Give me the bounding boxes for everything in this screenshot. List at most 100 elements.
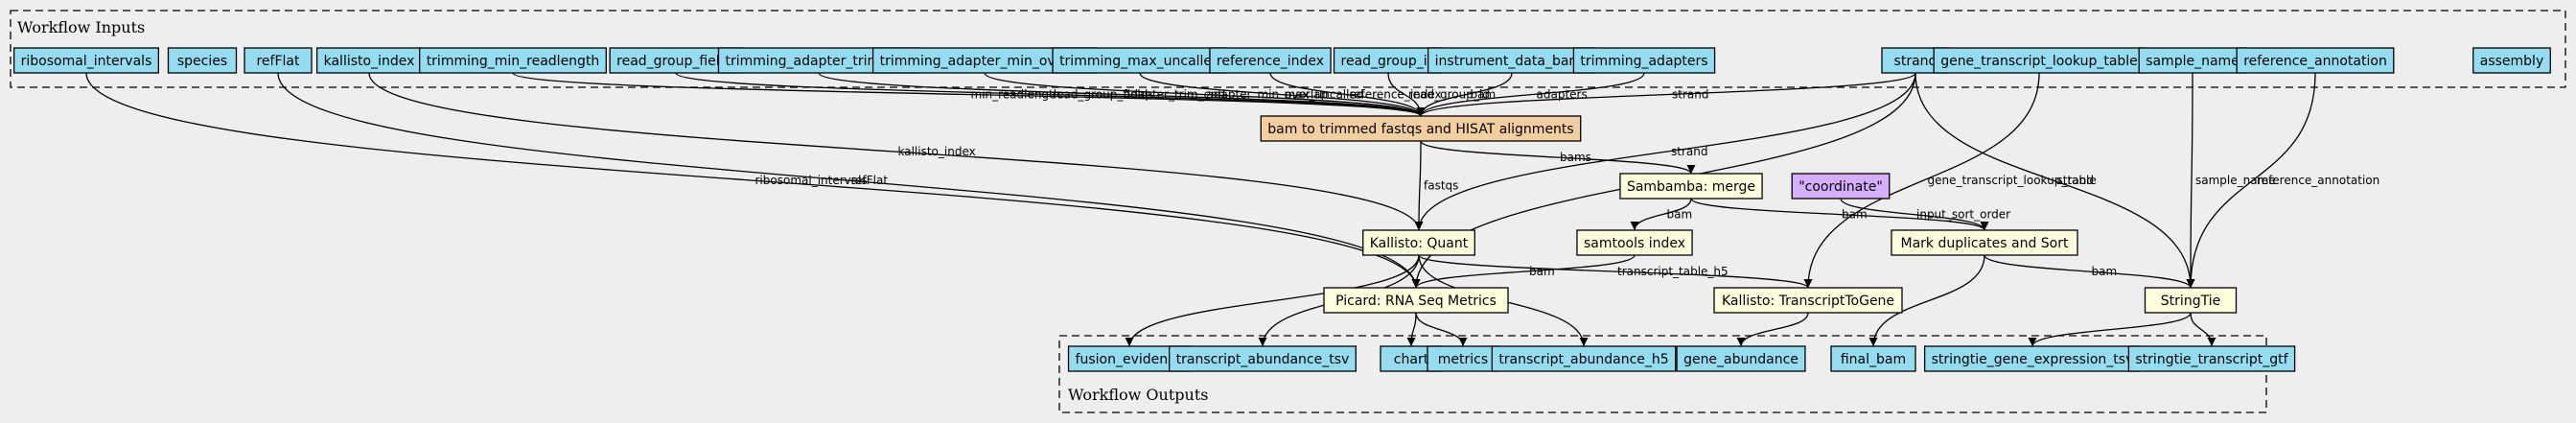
node-label: metrics: [1438, 352, 1488, 367]
edge-sambamba-to-samtools-index: [1630, 198, 1692, 231]
node-label: species: [177, 54, 227, 69]
edge-sample-name-to-stringtie: [2186, 72, 2195, 289]
edges-layer: min_readlengthread_group_fieldsadapter_t…: [85, 72, 2379, 347]
node-label: trimming_max_uncalled: [1059, 54, 1220, 69]
node-metrics: metrics: [1427, 345, 1499, 372]
node-box: [1713, 287, 1903, 314]
node-label: stringtie_transcript_gtf: [2135, 352, 2288, 367]
node-box: [1209, 47, 1332, 74]
edge-stringtie-to-stringtie-gene-expression-tsv: [2028, 312, 2192, 347]
edge-ribosomal-intervals-to-picard: [85, 72, 1421, 289]
edge-kallisto-index-to-kallisto-quant: [368, 72, 1424, 231]
node-label: final_bam: [1841, 352, 1906, 367]
node-label: trimming_adapters: [1580, 54, 1707, 69]
node-label: Kallisto: Quant: [1370, 236, 1469, 251]
node-box: [1830, 345, 1916, 372]
workflow-inputs-cluster: Workflow Inputs: [10, 10, 2566, 88]
node-box: [1169, 345, 1357, 372]
node-box: [1576, 229, 1693, 256]
edge-trimming-min-readlength-to-bam-to-trimmed: [512, 72, 1426, 117]
node-label: samtools index: [1584, 236, 1685, 251]
node-instrument-data-bams: instrument_data_bams: [1427, 47, 1597, 74]
workflow-outputs-label: Workflow Outputs: [1068, 386, 1208, 404]
edge-reference-annotation-to-stringtie: [2186, 72, 2316, 289]
edge-mark-dup-to-final-bam: [1868, 254, 1985, 347]
edge-trimming-adapter-min-overlap-to-bam-to-trimmed: [984, 72, 1426, 117]
edge-read-group-fields-to-bam-to-trimmed: [675, 72, 1426, 117]
node-box: [1427, 47, 1597, 74]
edge-label: kallisto_index: [898, 145, 976, 158]
node-box: [419, 47, 607, 74]
node-picard: Picard: RNA Seq Metrics: [1323, 287, 1509, 314]
node-box: [1933, 47, 2146, 74]
node-label: stringtie_gene_expression_tsv: [1932, 352, 2134, 367]
node-label: instrument_data_bams: [1435, 54, 1590, 69]
workflow-outputs-cluster: Workflow Outputs: [1058, 335, 2267, 413]
edge-label: adapter_trim_end: [1124, 88, 1225, 102]
edge-label: max_uncalled: [1285, 88, 1364, 102]
node-label: transcript_abundance_tsv: [1176, 352, 1350, 367]
node-label: Picard: RNA Seq Metrics: [1335, 294, 1497, 309]
node-box: [12, 47, 160, 74]
edge-sambamba-to-mark-dup: [1690, 198, 1989, 231]
edge-refFlat-to-picard: [277, 72, 1421, 289]
node-label: ribosomal_intervals: [21, 54, 152, 69]
node-label: transcript_abundance_h5: [1498, 352, 1668, 367]
nodes-layer: ribosomal_intervals species refFlat kallist…: [12, 47, 2551, 372]
node-reference-annotation: reference_annotation: [2236, 47, 2395, 74]
node-label: sample_name: [2146, 54, 2239, 69]
workflow-inputs-label: Workflow Inputs: [17, 18, 145, 36]
edge-bam-to-trimmed-to-sambamba: [1420, 140, 1696, 175]
node-label: Kallisto: TranscriptToGene: [1722, 294, 1894, 309]
node-samtools-index: samtools index: [1576, 229, 1693, 256]
edge-label: refFlat: [851, 174, 889, 187]
node-sambamba: Sambamba: merge: [1619, 173, 1763, 200]
edge-kallisto-quant-to-transcript-to-gene: [1418, 254, 1813, 289]
node-species: species: [167, 47, 238, 74]
node-box: [1676, 345, 1806, 372]
node-kallisto-quant: Kallisto: Quant: [1362, 229, 1475, 256]
edge-label: fastqs: [1424, 179, 1458, 193]
edge-label: bam: [2092, 265, 2118, 278]
edge-mark-dup-to-stringtie: [1984, 254, 2195, 289]
node-box: [2144, 287, 2238, 314]
node-ribosomal-intervals: ribosomal_intervals: [12, 47, 160, 74]
edge-label: ribosomal_intervals: [755, 174, 868, 187]
edge-label: strand: [1671, 145, 1707, 158]
node-box: [167, 47, 238, 74]
node-box: [244, 47, 313, 74]
node-box: [2236, 47, 2395, 74]
edge-label: sample_name: [2195, 174, 2276, 187]
node-label: fusion_evidence: [1076, 352, 1184, 367]
edge-trimming-adapters-to-bam-to-trimmed: [1416, 72, 1645, 117]
node-box: [1052, 47, 1228, 74]
node-trimming-min-readlength: trimming_min_readlength: [419, 47, 607, 74]
node-label: read_group_fields: [616, 54, 735, 69]
node-box: [1491, 345, 1677, 372]
node-box: [2472, 47, 2551, 74]
node-label: reference_index: [1217, 54, 1324, 69]
edge-label: bam: [1667, 208, 1693, 222]
edge-label: reference_annotation: [2257, 174, 2379, 187]
node-label: chart: [1394, 352, 1429, 367]
node-label: trimming_min_readlength: [427, 54, 600, 69]
node-label: reference_annotation: [2243, 54, 2387, 69]
node-label: kallisto_index: [324, 54, 415, 69]
node-assembly: assembly: [2472, 47, 2551, 74]
edge-coordinate-to-mark-dup: [1840, 198, 1989, 231]
node-transcript-abundance-h5: transcript_abundance_h5: [1491, 345, 1677, 372]
node-box: [1619, 173, 1763, 200]
edge-label: strand: [2057, 174, 2094, 187]
edge-picard-to-chart: [1406, 312, 1417, 347]
node-label: gene_transcript_lookup_table: [1940, 54, 2138, 69]
node-box: [1260, 115, 1582, 142]
edge-trimming-adapter-trim-end-to-bam-to-trimmed: [818, 72, 1426, 117]
node-box: [315, 47, 423, 74]
edge-strand-to-stringtie: [1915, 72, 2195, 289]
node-label: refFlat: [256, 54, 300, 69]
edge-label: bam: [1471, 88, 1497, 102]
node-bam-to-trimmed: bam to trimmed fastqs and HISAT alignmen…: [1260, 115, 1582, 142]
edge-label: input_sort_order: [1916, 208, 2010, 222]
node-transcript-abundance-tsv: transcript_abundance_tsv: [1169, 345, 1357, 372]
